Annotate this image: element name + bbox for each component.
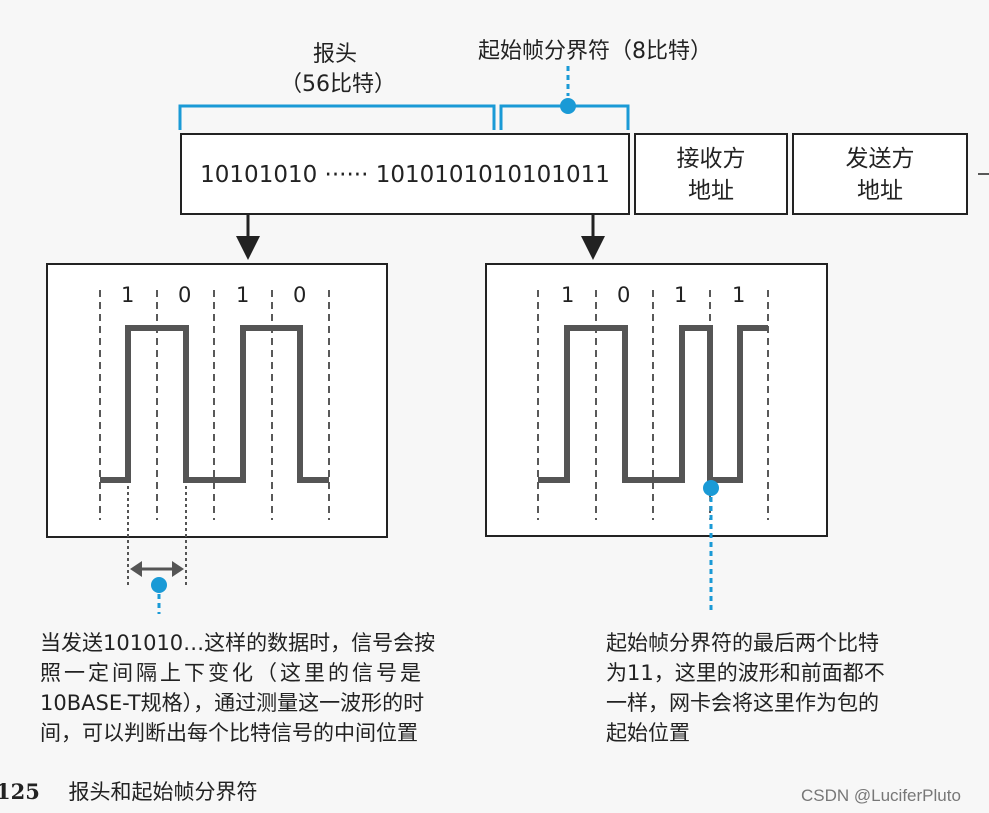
preamble-bits-label: （56比特） bbox=[280, 72, 396, 97]
right-note-line: 为11，这里的波形和前面都不 bbox=[606, 661, 885, 685]
left-note-line: 间，可以判断出每个比特信号的中间位置 bbox=[40, 721, 418, 745]
right-waveform-box bbox=[485, 263, 828, 537]
preamble-bracket bbox=[178, 104, 496, 130]
timing-marker-dot bbox=[151, 577, 167, 593]
right-down-arrow-head bbox=[581, 236, 605, 260]
right-bit-label-3: 1 bbox=[674, 283, 688, 307]
sfd-last-bits-marker-dot bbox=[703, 480, 719, 496]
timing-arrow-head-right bbox=[172, 561, 184, 577]
left-down-arrow-head bbox=[236, 236, 260, 260]
right-note-line: 一样，网卡会将这里作为包的 bbox=[606, 691, 879, 715]
right-bit-label-4: 1 bbox=[732, 283, 746, 307]
sfd-marker-dot bbox=[560, 98, 576, 114]
right-bit-label-1: 1 bbox=[561, 283, 575, 307]
src-address-line1: 发送方 bbox=[845, 146, 915, 172]
frame-bits-text: 10101010 ······ 1010101010101011 bbox=[200, 162, 610, 188]
dest-address-field: 接收方 地址 bbox=[634, 133, 788, 215]
timing-arrow-head-left bbox=[130, 561, 142, 577]
left-waveform-box bbox=[46, 263, 388, 538]
dest-address-line2: 地址 bbox=[688, 178, 734, 204]
left-note-line: 10BASE-T规格），通过测量这一波形的时 bbox=[40, 691, 425, 715]
preamble-label: 报头 bbox=[313, 42, 358, 67]
right-note-line: 起始位置 bbox=[606, 721, 690, 745]
left-waveform-line bbox=[100, 325, 329, 483]
left-note: 当发送101010…这样的数据时，信号会按 照一定间隔上下变化（这里的信号是 1… bbox=[40, 628, 435, 748]
right-bit-label-2: 0 bbox=[617, 283, 631, 307]
right-note-line: 起始帧分界符的最后两个比特 bbox=[606, 631, 879, 655]
figure-number: 125 bbox=[0, 779, 40, 804]
right-note: 起始帧分界符的最后两个比特 为11，这里的波形和前面都不 一样，网卡会将这里作为… bbox=[606, 628, 885, 748]
sfd-label: 起始帧分界符（8比特） bbox=[478, 39, 712, 64]
left-bit-label-3: 1 bbox=[236, 283, 250, 307]
left-bit-label-2: 0 bbox=[178, 283, 192, 307]
watermark: CSDN @LuciferPluto bbox=[801, 786, 961, 805]
left-bit-label-4: 0 bbox=[293, 283, 307, 307]
left-bit-label-1: 1 bbox=[121, 283, 135, 307]
left-note-line: 当发送101010…这样的数据时，信号会按 bbox=[40, 631, 436, 655]
right-waveform-line bbox=[538, 325, 768, 483]
frame-bits-field: 10101010 ······ 1010101010101011 bbox=[180, 133, 630, 215]
src-address-field: 发送方 地址 bbox=[792, 133, 968, 215]
figure-caption: 125 报头和起始帧分界符 bbox=[0, 776, 258, 806]
dest-address-line1: 接收方 bbox=[676, 146, 746, 172]
left-note-line: 照一定间隔上下变化（这里的信号是 bbox=[40, 661, 424, 685]
src-address-line2: 地址 bbox=[857, 178, 903, 204]
figure-title: 报头和起始帧分界符 bbox=[68, 780, 258, 804]
